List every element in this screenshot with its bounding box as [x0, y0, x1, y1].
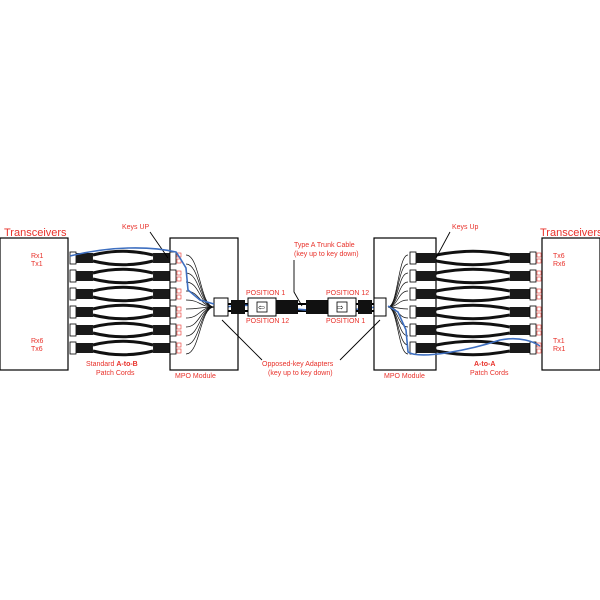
left-blue-fiber-route	[69, 247, 215, 305]
keys-up-left-leader	[149, 231, 169, 259]
left-patch-cord-5	[69, 321, 182, 339]
right-patch-cord-1	[409, 249, 542, 267]
position-12-left-label: POSITION 12	[246, 318, 289, 325]
mpo-module-right-label: MPO Module	[384, 373, 425, 380]
left-patch-cord-3	[69, 285, 182, 303]
left-transceivers-label: Transceivers	[4, 227, 67, 239]
adapters-label-line2: (key up to key down)	[268, 370, 333, 377]
right-patch-cord-2	[409, 267, 542, 285]
left-fanout-fiber-12	[185, 306, 215, 355]
right-fanout-fiber-2	[387, 263, 409, 308]
adapters-leader-right	[339, 319, 381, 361]
svg-text:⇦: ⇦	[258, 303, 265, 312]
right-rx6-label: Rx6	[553, 261, 566, 268]
left-patch-cord-2	[69, 267, 182, 285]
right-patch-cord-6	[409, 339, 542, 357]
right-patch-cords	[409, 249, 542, 357]
mpo-module-left-label: MPO Module	[175, 373, 216, 380]
right-patch-cord-3	[409, 285, 542, 303]
left-opposed-key-adapter: ⇦	[213, 297, 298, 317]
left-transceiver-box	[0, 237, 69, 371]
right-transceivers-label: Transceivers	[540, 227, 600, 239]
right-tx6-label: Tx6	[553, 253, 565, 260]
right-rx1-label: Rx1	[553, 346, 566, 353]
trunk-cable-leader	[293, 260, 303, 307]
left-fanout-fiber-2	[185, 263, 215, 308]
patch-left-label-line2: Patch Cords	[96, 370, 135, 377]
keys-up-right-label: Keys Up	[452, 224, 479, 231]
position-1-right-label: POSITION 1	[326, 318, 365, 325]
trunk-cable-label-line1: Type A Trunk Cable	[294, 242, 355, 249]
left-fanout-fiber-3	[185, 272, 215, 308]
left-tx1-label: Tx1	[31, 261, 43, 268]
patch-right-label-line2: Patch Cords	[470, 370, 509, 377]
left-patch-cords	[69, 249, 182, 357]
left-rx6-label: Rx6	[31, 338, 44, 345]
adapters-label-line1: Opposed-key Adapters	[262, 361, 334, 368]
left-patch-cord-6	[69, 339, 182, 357]
left-rx1-label: Rx1	[31, 253, 44, 260]
position-1-left-label: POSITION 1	[246, 290, 285, 297]
right-fanout-fiber-3	[387, 272, 409, 308]
svg-text:⇨: ⇨	[337, 303, 344, 312]
patch-left-label-line1: Standard A-to-B	[86, 361, 138, 368]
right-opposed-key-adapter: ⇨	[306, 297, 387, 317]
position-12-right-label: POSITION 12	[326, 290, 369, 297]
patch-right-label-line1: A-to-A	[474, 361, 495, 368]
trunk-cable-label-line2: (key up to key down)	[294, 251, 359, 258]
left-patch-cord-4	[69, 303, 182, 321]
keys-up-left-label: Keys UP	[122, 224, 150, 231]
left-fanout-fiber-4	[185, 281, 215, 308]
right-fanout-fiber-4	[387, 281, 409, 308]
right-tx1-label: Tx1	[553, 338, 565, 345]
right-patch-cord-5	[409, 321, 542, 339]
left-tx6-label: Tx6	[31, 346, 43, 353]
right-transceiver-box	[541, 237, 600, 371]
right-patch-cord-4	[409, 303, 542, 321]
right-blue-fiber-route	[387, 305, 541, 356]
left-module-fanout	[185, 254, 215, 355]
adapters-leader-left	[221, 319, 263, 361]
keys-up-right-leader	[435, 231, 451, 259]
left-patch-cord-1	[69, 249, 182, 267]
left-fanout-fiber-1	[185, 254, 215, 308]
